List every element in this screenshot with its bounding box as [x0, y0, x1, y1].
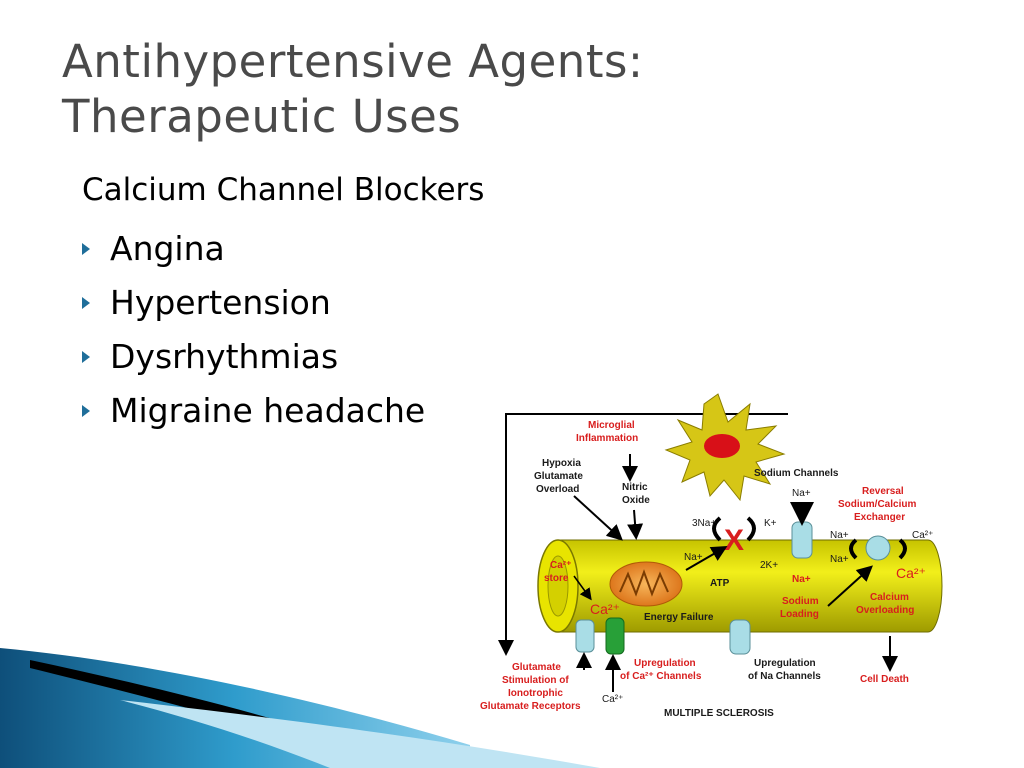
- arrow-nitric-oxide: [627, 509, 644, 540]
- exchanger-left-arc: [849, 538, 858, 560]
- microglia-core-icon: [704, 434, 740, 458]
- label-ca-bottom: Ca²⁺: [602, 694, 623, 705]
- sodium-channel-top-icon: [791, 521, 813, 559]
- arrow-hypoxia: [573, 495, 623, 541]
- sodium-channel-bottom-icon: [729, 619, 751, 655]
- label-glutamate-1: Glutamate: [512, 662, 561, 673]
- label-ca-left: Ca²⁺: [590, 601, 620, 617]
- label-ca-right: Ca²⁺: [896, 565, 926, 581]
- label-glutamate-2: Stimulation of: [502, 675, 569, 686]
- label-calcium-overloading-2: Overloading: [856, 605, 914, 616]
- label-reversal-1: Reversal: [862, 486, 904, 497]
- calcium-channel-green-icon: [605, 617, 625, 655]
- slide-title-line-2: Therapeutic Uses: [62, 90, 462, 143]
- label-na-mid: Na+: [792, 574, 811, 585]
- label-upreg-na-2: of Na Channels: [748, 671, 821, 682]
- feedback-loop-line: [498, 413, 788, 656]
- label-three-na: 3Na+: [692, 518, 716, 529]
- mitochondrion-icon: [609, 561, 683, 607]
- label-upreg-ca-1: Upregulation: [634, 658, 696, 669]
- slide-title: Antihypertensive Agents: Therapeutic Use…: [62, 34, 644, 144]
- section-heading: Calcium Channel Blockers: [82, 172, 485, 208]
- slide-title-line-1: Antihypertensive Agents:: [62, 35, 644, 88]
- bullet-text: Dysrhythmias: [110, 337, 339, 376]
- bullet-text: Hypertension: [110, 283, 331, 322]
- bullet-item: Hypertension: [82, 276, 484, 330]
- label-na-top: Na+: [792, 488, 811, 499]
- label-energy-failure: Energy Failure: [644, 612, 714, 623]
- triangle-bullet-icon: [82, 405, 90, 417]
- label-na-left: Na+: [684, 552, 703, 563]
- blocked-x-icon: X: [724, 524, 744, 557]
- bullet-list: Angina Hypertension Dysrhythmias Migrain…: [82, 222, 484, 438]
- exchanger-icon: [865, 535, 891, 561]
- label-na-ex1: Na+: [830, 530, 849, 541]
- calcium-channel-icon: [575, 619, 595, 653]
- label-two-k: 2K+: [760, 560, 778, 571]
- swoosh-light-band: [120, 700, 600, 768]
- label-glutamate-4: Glutamate Receptors: [480, 701, 581, 712]
- multiple-sclerosis-diagram: X Microglial Inflammation Hypoxia Glutam…: [458, 392, 1000, 726]
- bullet-text: Angina: [110, 229, 225, 268]
- label-ca-store-1: Ca²⁺: [550, 560, 571, 571]
- diagram-caption: MULTIPLE SCLEROSIS: [664, 708, 774, 719]
- label-k-plus: K+: [764, 518, 777, 529]
- label-upreg-ca-2: of Ca²⁺ Channels: [620, 671, 702, 682]
- bullet-item: Migraine headache: [82, 384, 484, 438]
- arrow-sodium-loading: [827, 565, 873, 607]
- mitochondrion-cristae: [619, 569, 669, 597]
- axon-inner-cap: [547, 555, 569, 617]
- label-nitric-2: Oxide: [622, 495, 650, 506]
- label-reversal-2: Sodium/Calcium: [838, 499, 916, 510]
- label-sodium-loading-1: Sodium: [782, 596, 819, 607]
- exchanger-right-arc: [898, 538, 907, 560]
- pump-right-arc: [746, 516, 756, 542]
- pump-left-arc: [712, 516, 722, 542]
- slide-content: Calcium Channel Blockers Angina Hyperten…: [82, 170, 484, 438]
- label-microglial-2: Inflammation: [576, 433, 638, 444]
- label-cell-death: Cell Death: [860, 674, 909, 685]
- bullet-item: Dysrhythmias: [82, 330, 484, 384]
- bullet-text: Migraine headache: [110, 391, 426, 430]
- label-microglial-1: Microglial: [588, 420, 635, 431]
- arrow-atp: [685, 545, 728, 571]
- label-sodium-channels: Sodium Channels: [754, 468, 839, 479]
- label-reversal-3: Exchanger: [854, 512, 905, 523]
- label-hypoxia-2: Glutamate: [534, 471, 583, 482]
- diagram-svg: X Microglial Inflammation Hypoxia Glutam…: [480, 393, 943, 719]
- label-nitric-1: Nitric: [622, 482, 648, 493]
- triangle-bullet-icon: [82, 351, 90, 363]
- label-na-ex2: Na+: [830, 554, 849, 565]
- bullet-item: Angina: [82, 222, 484, 276]
- arrow-ca-store: [573, 575, 592, 601]
- label-ca-ex1: Ca²⁺: [912, 530, 933, 541]
- label-ca-store-2: store: [544, 573, 569, 584]
- label-atp: ATP: [710, 578, 730, 589]
- label-calcium-overloading-1: Calcium: [870, 592, 909, 603]
- label-sodium-loading-2: Loading: [780, 609, 819, 620]
- label-glutamate-3: Ionotrophic: [508, 688, 563, 699]
- triangle-bullet-icon: [82, 243, 90, 255]
- label-hypoxia-3: Overload: [536, 484, 579, 495]
- label-upreg-na-1: Upregulation: [754, 658, 816, 669]
- triangle-bullet-icon: [82, 297, 90, 309]
- label-hypoxia-1: Hypoxia: [542, 458, 581, 469]
